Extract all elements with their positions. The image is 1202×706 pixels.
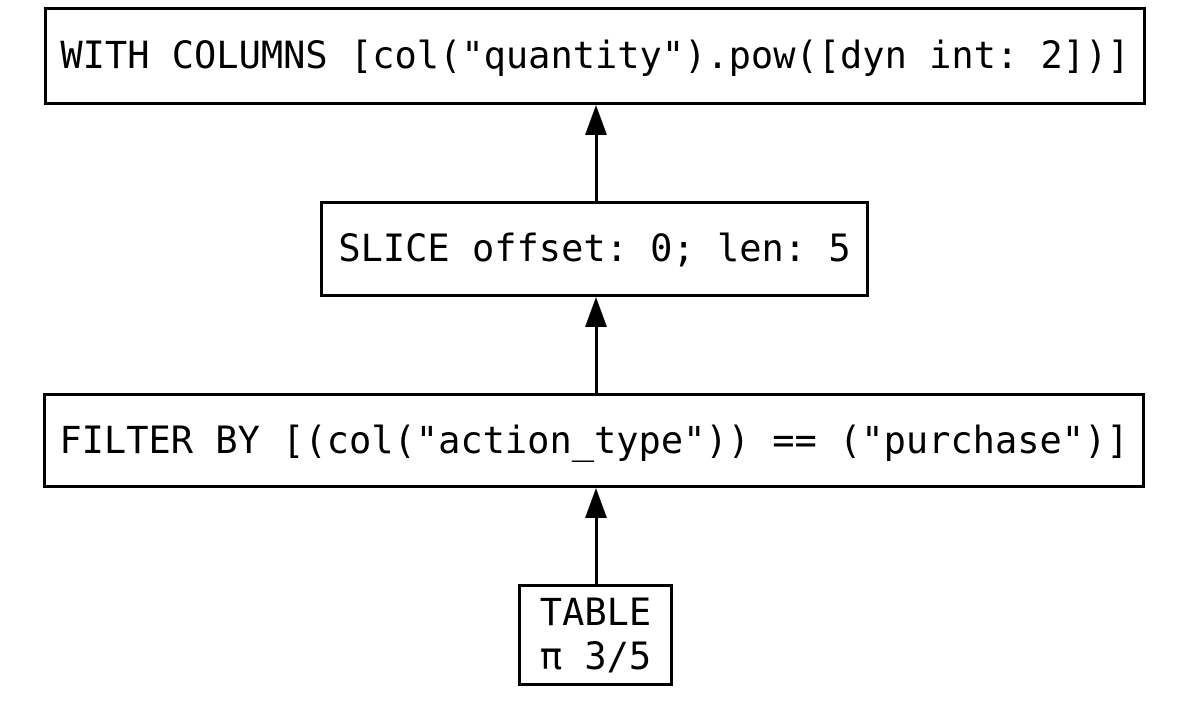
edge-line	[594, 133, 598, 201]
node-table: TABLE π 3/5	[518, 584, 673, 686]
node-filter: FILTER BY [(col("action_type")) == ("pur…	[43, 393, 1145, 488]
node-slice: SLICE offset: 0; len: 5	[320, 201, 869, 297]
node-table-label-line1: TABLE	[539, 591, 652, 635]
edge-slice-to-withcolumns	[585, 105, 607, 201]
node-table-label-line2: π 3/5	[539, 635, 652, 678]
node-with-columns: WITH COLUMNS [col("quantity").pow([dyn i…	[44, 7, 1146, 105]
edge-line	[594, 325, 598, 393]
edge-filter-to-slice	[585, 297, 607, 393]
edge-line	[594, 516, 598, 584]
node-slice-label: SLICE offset: 0; len: 5	[338, 227, 851, 271]
arrow-up-icon	[585, 105, 607, 135]
arrow-up-icon	[585, 297, 607, 327]
arrow-up-icon	[585, 488, 607, 518]
node-with-columns-label: WITH COLUMNS [col("quantity").pow([dyn i…	[60, 34, 1130, 78]
edge-table-to-filter	[585, 488, 607, 584]
node-filter-label: FILTER BY [(col("action_type")) == ("pur…	[59, 418, 1129, 462]
